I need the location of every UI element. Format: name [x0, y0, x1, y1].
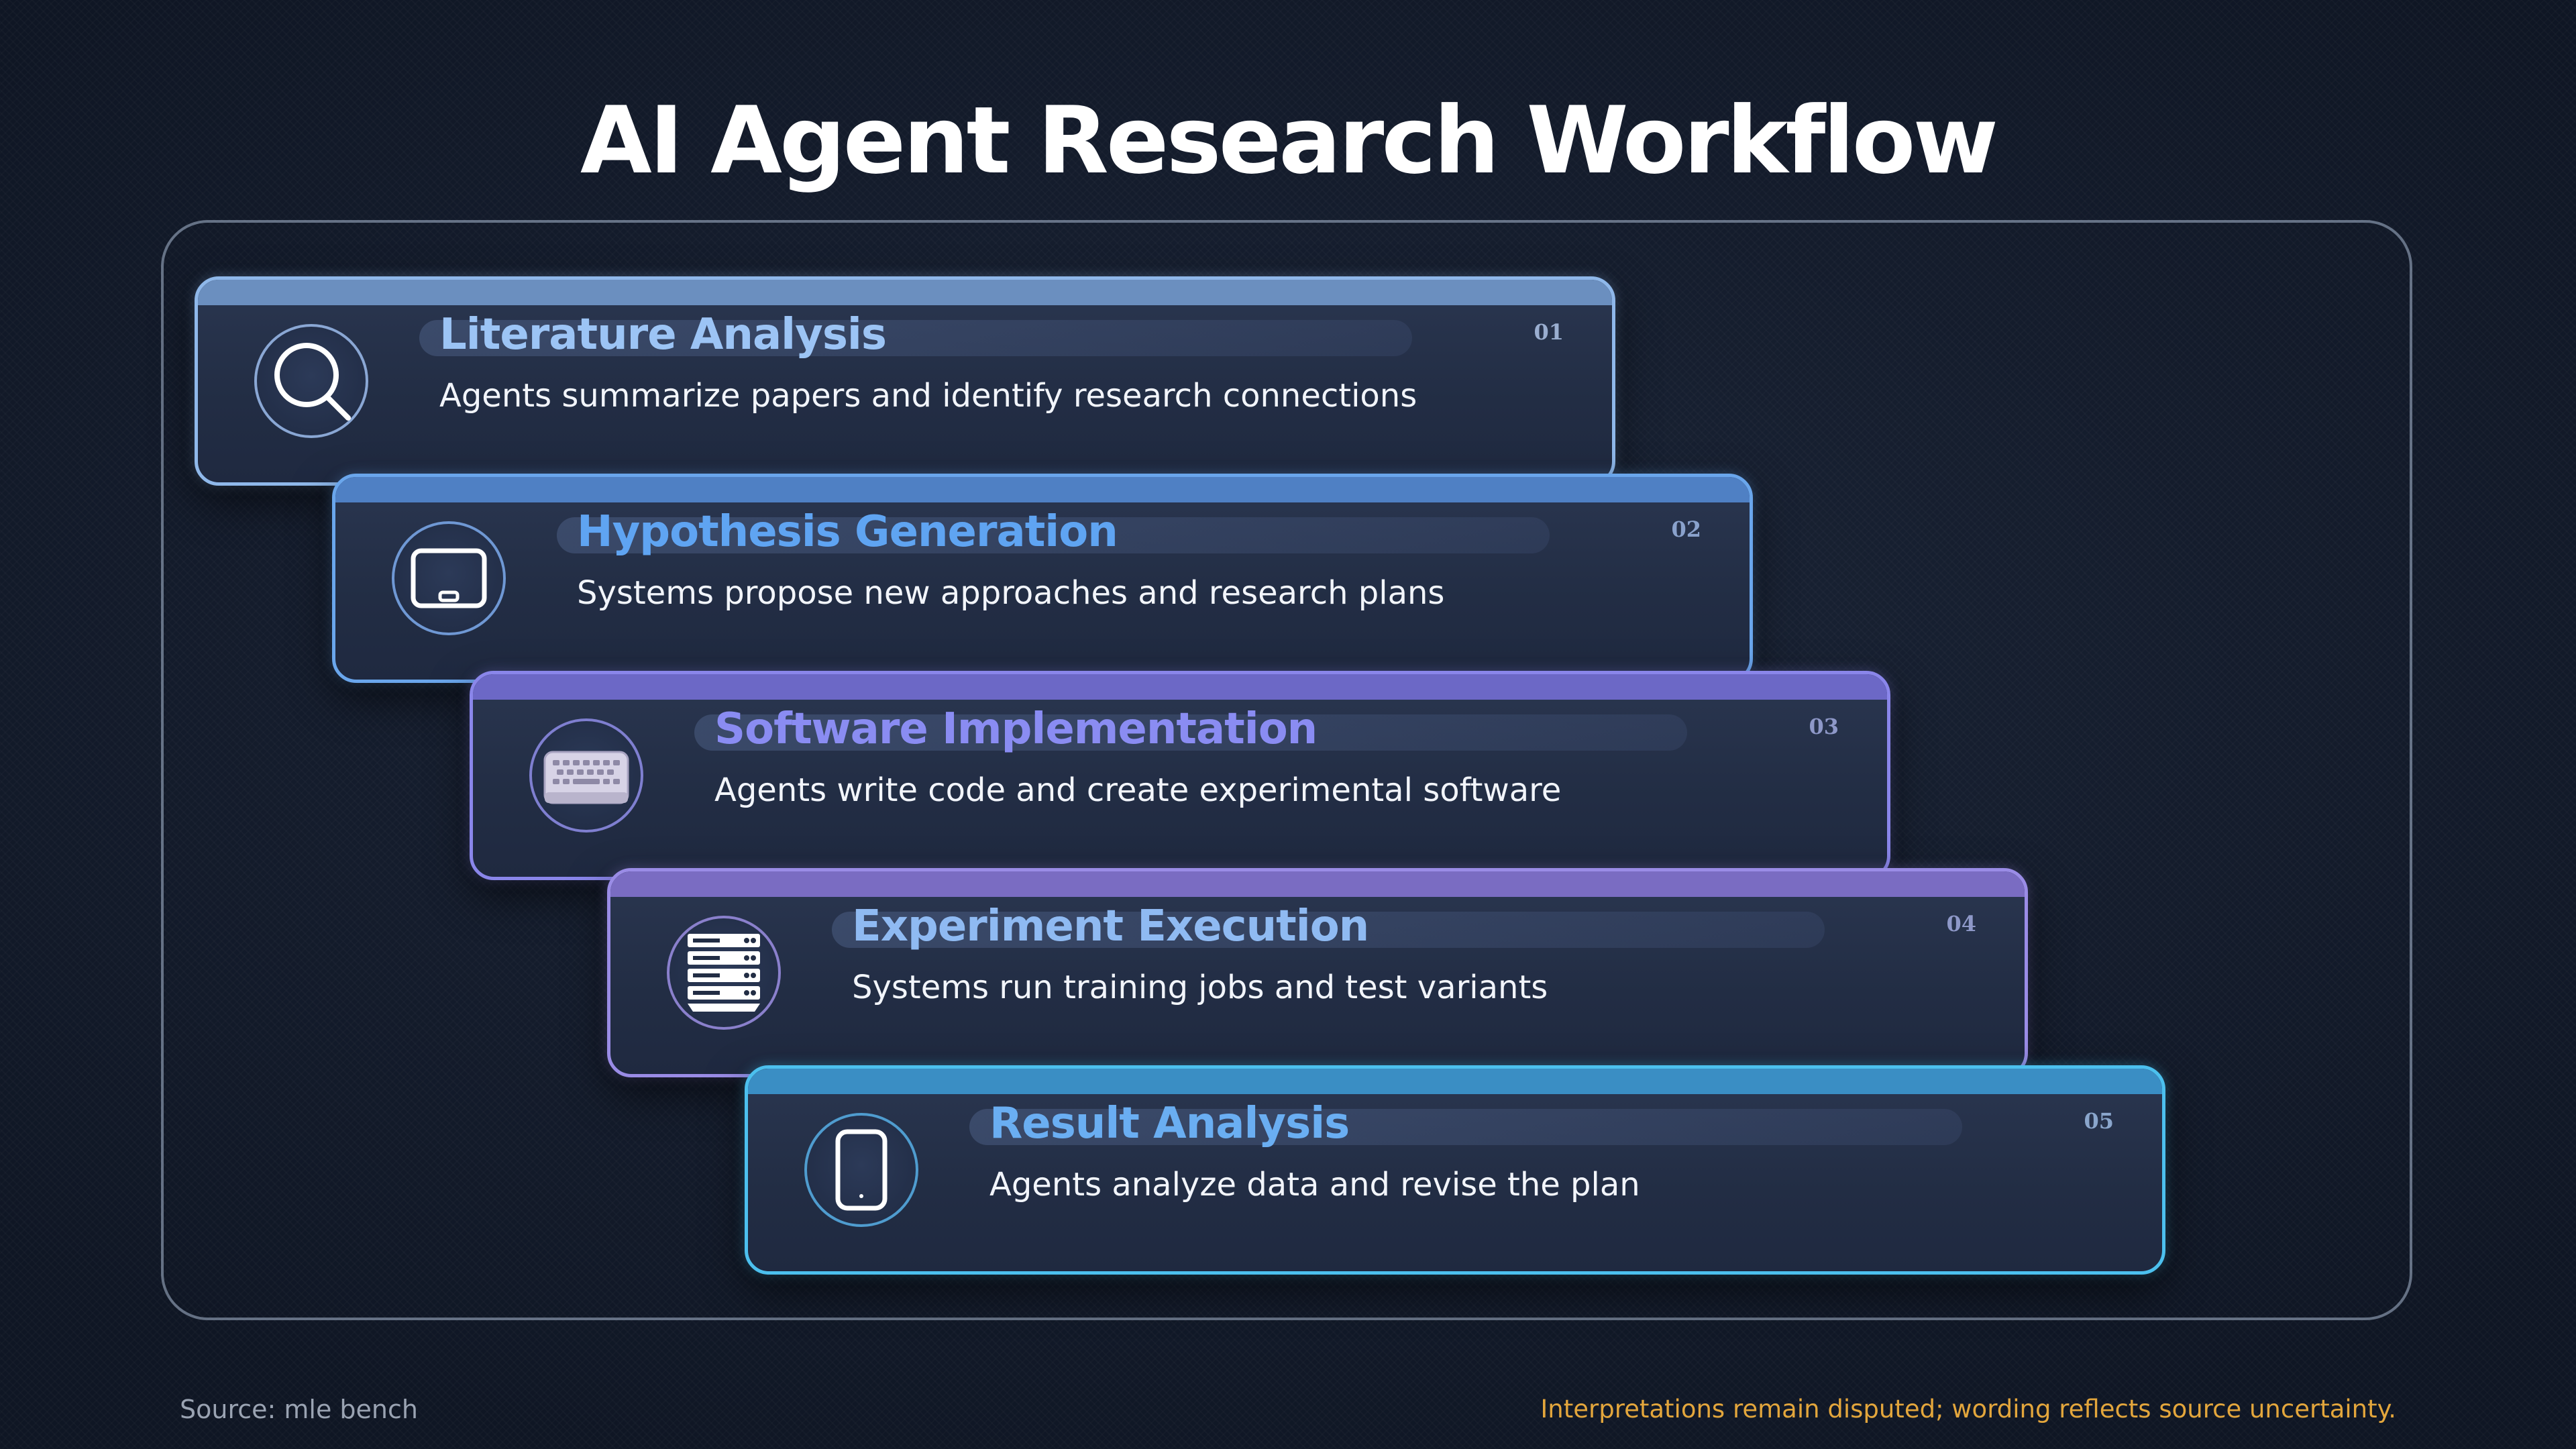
step-title: Result Analysis — [989, 1099, 1350, 1148]
card-top-bar — [198, 280, 1612, 305]
tablet-landscape-icon — [411, 548, 487, 608]
step-number: 05 — [2084, 1108, 2114, 1134]
step-number: 01 — [1534, 319, 1564, 345]
title-highlight — [969, 1109, 1962, 1145]
icon-badge — [804, 1113, 918, 1227]
keyboard-icon — [543, 751, 629, 804]
step-description: Agents write code and create experimenta… — [714, 771, 1562, 809]
disclaimer-note: Interpretations remain disputed; wording… — [1540, 1395, 2396, 1424]
step-card-literature-analysis: Literature Analysis Agents summarize pap… — [195, 276, 1615, 486]
card-top-bar — [335, 477, 1750, 502]
step-card-experiment-execution: Experiment Execution Systems run trainin… — [607, 868, 2028, 1077]
title-highlight — [419, 320, 1412, 356]
icon-badge — [254, 324, 368, 438]
tablet-portrait-icon — [835, 1129, 888, 1211]
server-rack-icon — [688, 934, 760, 1012]
step-description: Systems propose new approaches and resea… — [577, 574, 1445, 612]
step-description: Systems run training jobs and test varia… — [852, 969, 1548, 1006]
title-highlight — [694, 714, 1687, 751]
step-title: Software Implementation — [714, 704, 1318, 754]
step-number: 03 — [1809, 714, 1839, 739]
icon-badge — [667, 916, 781, 1030]
card-top-bar — [473, 674, 1887, 700]
step-card-result-analysis: Result Analysis Agents analyze data and … — [745, 1065, 2165, 1275]
card-top-bar — [610, 871, 2025, 897]
step-title: Hypothesis Generation — [577, 507, 1118, 557]
workflow-frame — [161, 220, 2412, 1320]
step-title: Experiment Execution — [852, 902, 1369, 951]
card-top-bar — [748, 1069, 2162, 1094]
step-card-hypothesis-generation: Hypothesis Generation Systems propose ne… — [332, 474, 1753, 683]
icon-badge — [392, 521, 506, 635]
source-caption: Source: mle bench — [180, 1395, 418, 1424]
step-description: Agents analyze data and revise the plan — [989, 1166, 1640, 1203]
page-title: AI Agent Research Workflow — [580, 87, 1998, 195]
step-number: 02 — [1671, 517, 1701, 542]
step-card-software-implementation: Software Implementation Agents write cod… — [470, 671, 1890, 880]
title-highlight — [832, 912, 1825, 948]
step-description: Agents summarize papers and identify res… — [439, 377, 1417, 415]
magnifier-icon — [274, 343, 351, 421]
step-number: 04 — [1946, 911, 1976, 936]
title-highlight — [557, 517, 1550, 553]
icon-badge — [529, 718, 643, 833]
step-title: Literature Analysis — [439, 310, 887, 360]
